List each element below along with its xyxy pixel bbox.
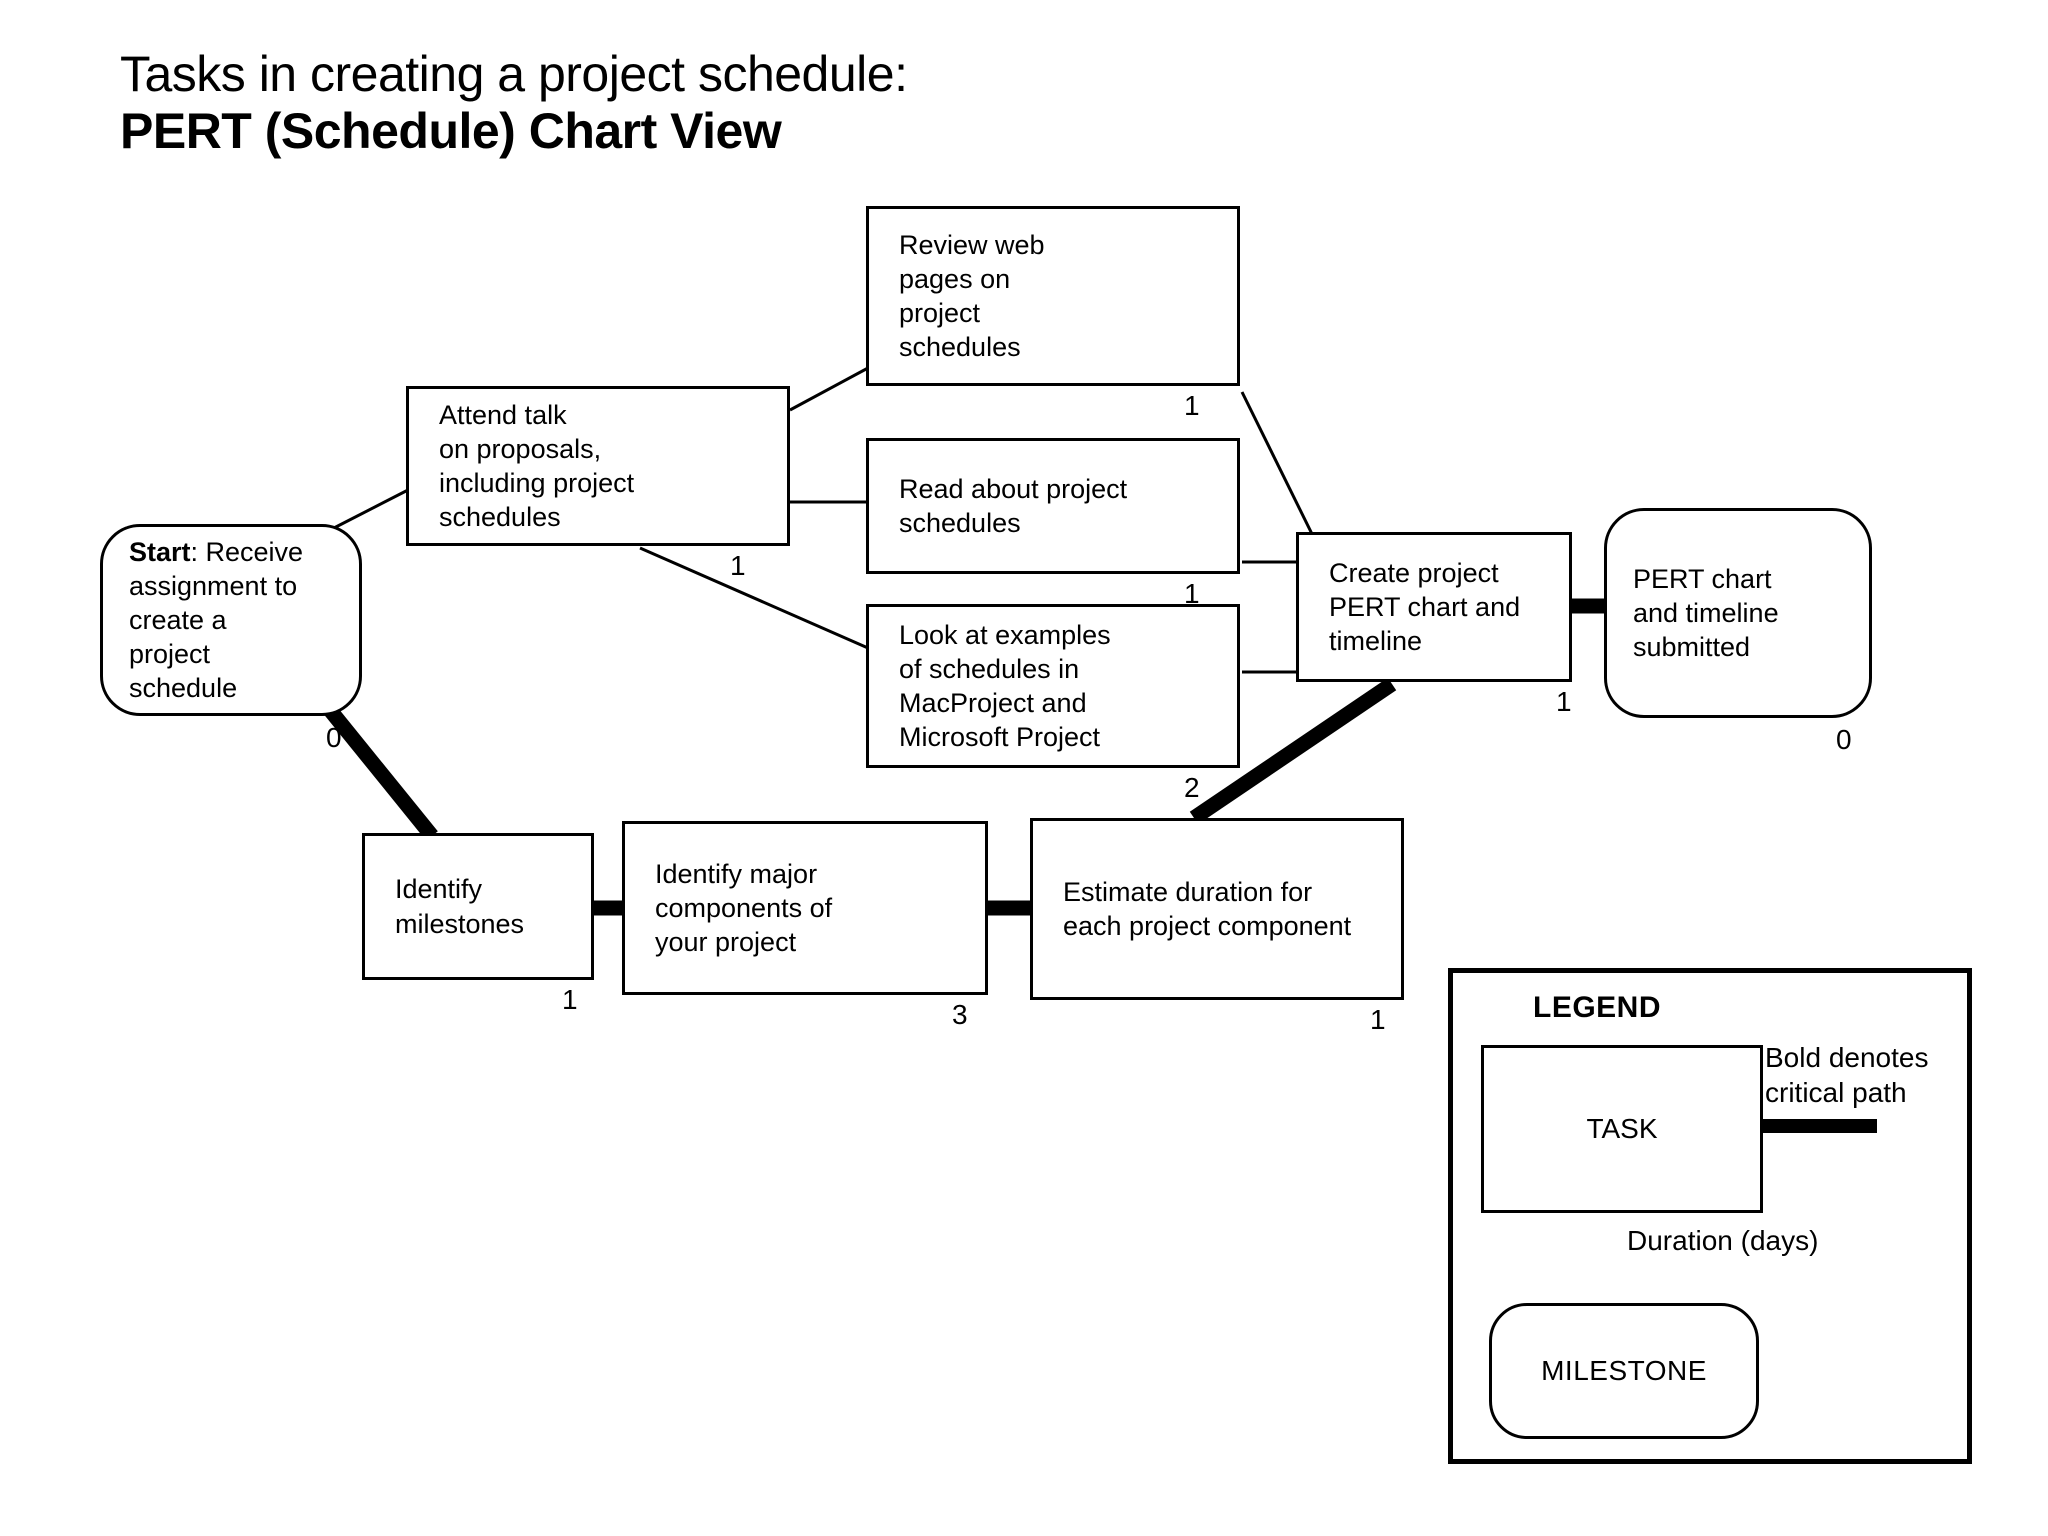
duration-label-estimate-duration: 1 xyxy=(1370,1004,1386,1035)
legend-milestone-swatch: MILESTONE xyxy=(1489,1303,1759,1439)
node-label-review-web-pages: Review web pages on project schedules xyxy=(899,229,1045,363)
node-estimate-duration[interactable]: Estimate duration for each project compo… xyxy=(1030,818,1404,1000)
node-create-pert-chart[interactable]: Create project PERT chart and timeline xyxy=(1296,532,1572,682)
duration-label-create-pert-chart: 1 xyxy=(1556,686,1572,717)
legend-title: LEGEND xyxy=(1533,991,1662,1024)
edge-start-to-attend-talk xyxy=(329,488,409,532)
legend-critical-path-bar xyxy=(1761,1119,1877,1133)
node-label-pert-submitted: PERT chart and timeline submitted xyxy=(1633,563,1779,662)
duration-label-attend-talk: 1 xyxy=(730,550,746,581)
duration-label-identify-components: 3 xyxy=(952,999,968,1030)
node-look-at-examples[interactable]: Look at examples of schedules in MacProj… xyxy=(866,604,1240,768)
node-attend-talk[interactable]: Attend talk on proposals, including proj… xyxy=(406,386,790,546)
node-label-read-about-schedules: Read about project schedules xyxy=(899,473,1128,538)
node-identify-components[interactable]: Identify major components of your projec… xyxy=(622,821,988,995)
node-label-start: Start: Receive assignment to create a pr… xyxy=(129,536,304,704)
legend-critical-path-label: Bold denotes critical path xyxy=(1765,1042,1929,1108)
node-label-bold-start: Start xyxy=(129,536,191,567)
node-read-about-schedules[interactable]: Read about project schedules xyxy=(866,438,1240,574)
node-label-identify-milestones: Identify milestones xyxy=(395,874,525,939)
edge-start-to-milestones-critical xyxy=(324,705,438,841)
node-label-estimate-duration: Estimate duration for each project compo… xyxy=(1063,876,1352,941)
node-review-web-pages[interactable]: Review web pages on project schedules xyxy=(866,206,1240,386)
node-label-attend-talk: Attend talk on proposals, including proj… xyxy=(439,399,635,533)
legend-panel: LEGEND TASK Bold denotes critical path D… xyxy=(1448,968,1972,1464)
title-line-2: PERT (Schedule) Chart View xyxy=(120,103,782,159)
duration-label-identify-milestones: 1 xyxy=(562,984,578,1015)
node-start[interactable]: Start: Receive assignment to create a pr… xyxy=(100,524,362,716)
edge-attend-to-examples xyxy=(639,546,869,650)
node-label-look-at-examples: Look at examples of schedules in MacProj… xyxy=(899,619,1111,753)
edge-review-to-create xyxy=(1240,391,1314,535)
legend-milestone-label: MILESTONE xyxy=(1541,1355,1707,1386)
duration-label-start: 0 xyxy=(326,722,342,753)
duration-label-pert-submitted: 0 xyxy=(1836,724,1852,755)
legend-duration-label: Duration (days) xyxy=(1627,1225,1819,1256)
node-label-create-pert-chart: Create project PERT chart and timeline xyxy=(1329,557,1521,656)
node-label-identify-components: Identify major components of your projec… xyxy=(655,858,833,957)
title-line-1: Tasks in creating a project schedule: xyxy=(120,46,908,102)
page-title: Tasks in creating a project schedule: PE… xyxy=(120,46,1320,160)
node-pert-submitted[interactable]: PERT chart and timeline submitted xyxy=(1604,508,1872,718)
duration-label-look-at-examples: 2 xyxy=(1184,772,1200,803)
edge-attend-to-review xyxy=(789,366,869,412)
legend-task-label: TASK xyxy=(1586,1113,1658,1144)
node-identify-milestones[interactable]: Identify milestones xyxy=(362,833,594,980)
duration-label-review-web-pages: 1 xyxy=(1184,390,1200,421)
legend-task-swatch: TASK xyxy=(1481,1045,1763,1213)
duration-label-read-about-schedules: 1 xyxy=(1184,578,1200,609)
